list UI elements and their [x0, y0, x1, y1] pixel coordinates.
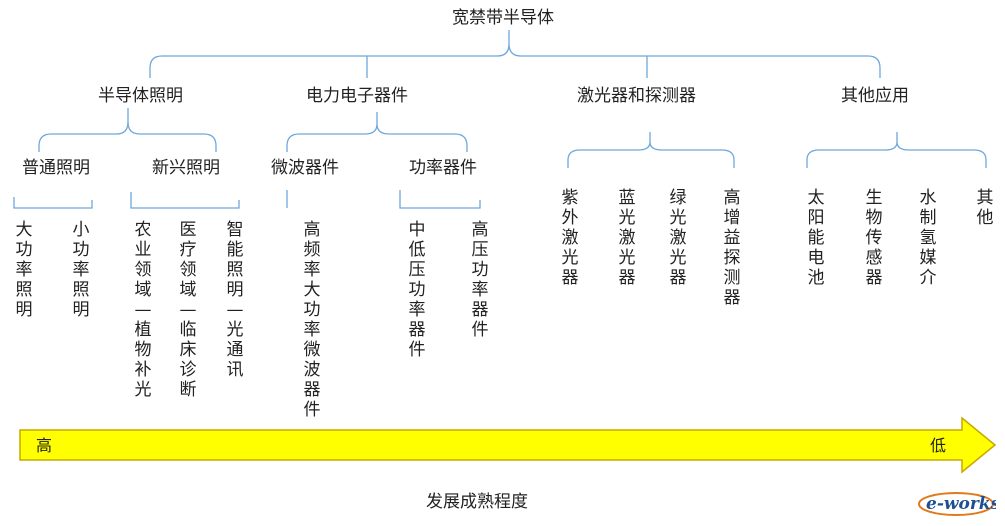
arrow-label-high: 高 — [36, 436, 53, 455]
leaf-uv-laser: 紫外激光器 — [561, 188, 579, 288]
e-works-logo-graphic: e-works — [918, 492, 1001, 516]
subcategory-emerging-lighting: 新兴照明 — [152, 158, 220, 178]
svg-text:e-works: e-works — [926, 494, 996, 514]
leaf-blue-laser: 蓝光激光器 — [618, 188, 636, 288]
category-power-electronics: 电力电子器件 — [306, 86, 408, 106]
leaf-smart-lighting: 智能照明—光通讯 — [226, 220, 244, 380]
maturity-arrow — [19, 416, 997, 474]
e-works-logo: e-works — [916, 488, 1001, 518]
subcategory-power-device: 功率器件 — [409, 158, 477, 178]
category-other: 其他应用 — [841, 86, 909, 106]
leaf-other: 其他 — [976, 188, 994, 228]
leaf-low-power-lighting: 小功率照明 — [72, 220, 90, 320]
leaf-green-laser: 绿光激光器 — [669, 188, 687, 288]
leaf-low-mid-voltage: 中低压功率器件 — [408, 220, 426, 360]
leaf-high-power-lighting: 大功率照明 — [15, 220, 33, 320]
leaf-high-voltage: 高压功率器件 — [471, 220, 489, 340]
arrow-label-low: 低 — [930, 436, 947, 455]
leaf-high-gain-detector: 高增益探测器 — [723, 188, 741, 308]
category-lighting: 半导体照明 — [98, 86, 183, 106]
leaf-solar-cell: 太阳能电池 — [807, 188, 825, 288]
arrow-caption: 发展成熟程度 — [426, 492, 528, 512]
subcategory-microwave: 微波器件 — [271, 158, 339, 178]
subcategory-general-lighting: 普通照明 — [22, 158, 90, 178]
root-node: 宽禁带半导体 — [452, 8, 554, 28]
leaf-agriculture: 农业领域—植物补光 — [134, 220, 152, 400]
leaf-biosensor: 生物传感器 — [865, 188, 883, 288]
leaf-microwave-device: 高频率大功率微波器件 — [303, 220, 321, 420]
leaf-medical: 医疗领域—临床诊断 — [179, 220, 197, 400]
category-laser-detector: 激光器和探测器 — [577, 86, 696, 106]
leaf-hydrogen-medium: 水制氢媒介 — [919, 188, 937, 288]
